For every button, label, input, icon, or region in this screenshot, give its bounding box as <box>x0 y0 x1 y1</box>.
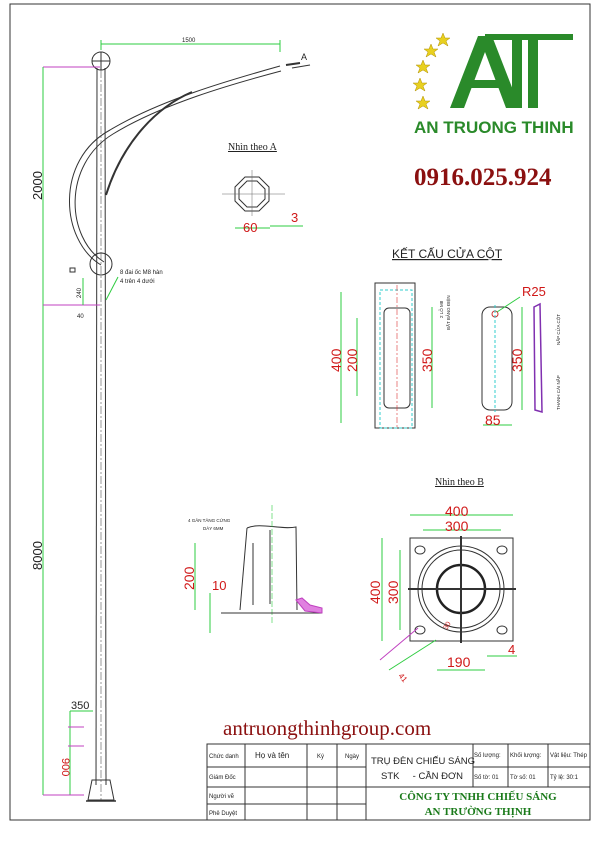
note-door-cover: NẮP CỬA CỘT <box>554 314 561 345</box>
label-sheet-no: Tờ số: 01 <box>510 775 536 781</box>
dim-door-bottom: 900 <box>59 758 71 776</box>
logo-brand-text: AN TRUONG THINH <box>414 118 574 137</box>
label-material: Vật liệu: Thép <box>550 753 588 759</box>
dim-door-400: 400 <box>328 348 344 372</box>
dim-door-200: 200 <box>344 348 360 372</box>
dim-base-10: 10 <box>212 578 226 593</box>
dim-r25: R25 <box>522 284 546 299</box>
header-signature: Ký <box>317 754 324 760</box>
label-quantity: Số lượng: <box>474 753 501 759</box>
header-name: Họ và tên <box>255 751 289 760</box>
row-director: Giám Đốc <box>209 775 236 781</box>
note-holes-2: BẮT BẢNG ĐIỆN <box>444 295 451 330</box>
door-detail-title: KẾT CẤU CỬA CỘT <box>392 246 503 261</box>
drawing-title-1: TRỤ ĐÈN CHIẾU SÁNG <box>371 756 475 767</box>
company-name-2: AN TRƯỜNG THỊNH <box>425 806 532 818</box>
bolt-holes-icon <box>414 545 508 635</box>
dim-b-41: 41 <box>396 672 409 685</box>
drawing-title-2: STK - CẦN ĐƠN <box>381 771 463 782</box>
company-name-1: CÔNG TY TNHH CHIẾU SÁNG <box>399 790 557 803</box>
dim-b-190: 190 <box>447 654 471 670</box>
view-b: Nhìn theo B 400 300 400 300 30 41 190 4 <box>367 477 517 685</box>
view-a-arrow-label: A <box>301 52 307 62</box>
phone-number: 0916.025.924 <box>414 164 552 191</box>
stars-icon <box>412 32 451 110</box>
dim-upper-height: 2000 <box>30 171 45 200</box>
dim-door-offset: 350 <box>71 700 89 712</box>
dim-arm-length: 1500 <box>182 38 196 44</box>
label-scale: Tỷ lệ: 30:1 <box>550 774 579 781</box>
dim-door-350: 350 <box>419 348 435 372</box>
note-holes: 2 LỖ M8 <box>438 300 444 318</box>
header-date: Ngày <box>345 754 359 760</box>
dim-view-a-width: 60 <box>243 220 257 235</box>
dim-door-85: 85 <box>485 412 501 428</box>
view-a: Nhìn theo A 60 3 <box>222 142 303 235</box>
dim-240: 240 <box>77 287 83 298</box>
pole-elevation: A 1500 2000 8000 240 40 8 đai ốc M8 hàn … <box>30 38 311 802</box>
note-thickness: DÀY 6MM <box>203 525 224 531</box>
dim-b-w400: 400 <box>445 503 469 519</box>
dim-base-200: 200 <box>181 566 197 590</box>
door-detail: KẾT CẤU CỬA CỘT 400 200 350 2 LỖ M8 BẮT … <box>328 246 561 429</box>
base-side-view: 4 GÂN TĂNG CỨNG DÀY 6MM 200 10 <box>181 505 323 633</box>
dim-b-h300: 300 <box>385 580 401 604</box>
view-b-title: Nhìn theo B <box>435 477 484 488</box>
row-approver: Phê Duyệt <box>209 811 237 817</box>
dim-b-h400: 400 <box>367 580 383 604</box>
view-a-title: Nhìn theo A <box>228 142 278 153</box>
dim-view-a-thickness: 3 <box>291 210 298 225</box>
note-nuts-1: 8 đai ốc M8 hàn <box>120 270 163 276</box>
company-logo: AN TRUONG THINH <box>412 32 574 137</box>
dim-door-350b: 350 <box>509 348 525 372</box>
dim-b-w300: 300 <box>445 518 469 534</box>
note-stiffeners: 4 GÂN TĂNG CỨNG <box>188 517 231 523</box>
title-block: Chức danh Họ và tên Ký Ngày Giám Đốc Ngư… <box>206 743 591 821</box>
label-sheets: Số tờ: 01 <box>474 775 499 781</box>
header-position: Chức danh <box>209 754 239 760</box>
note-door-bar: THANH CÀI NẮP <box>554 375 561 410</box>
row-drafter: Người vẽ <box>209 794 235 800</box>
dim-b-4: 4 <box>508 642 515 657</box>
label-weight: Khối lượng: <box>510 753 542 759</box>
website-url: antruongthinhgroup.com <box>223 716 431 740</box>
dim-lower-height: 8000 <box>30 541 45 570</box>
dim-40: 40 <box>77 314 84 320</box>
note-nuts-2: 4 trên 4 dưới <box>120 279 155 285</box>
dim-b-30: 30 <box>443 621 453 631</box>
